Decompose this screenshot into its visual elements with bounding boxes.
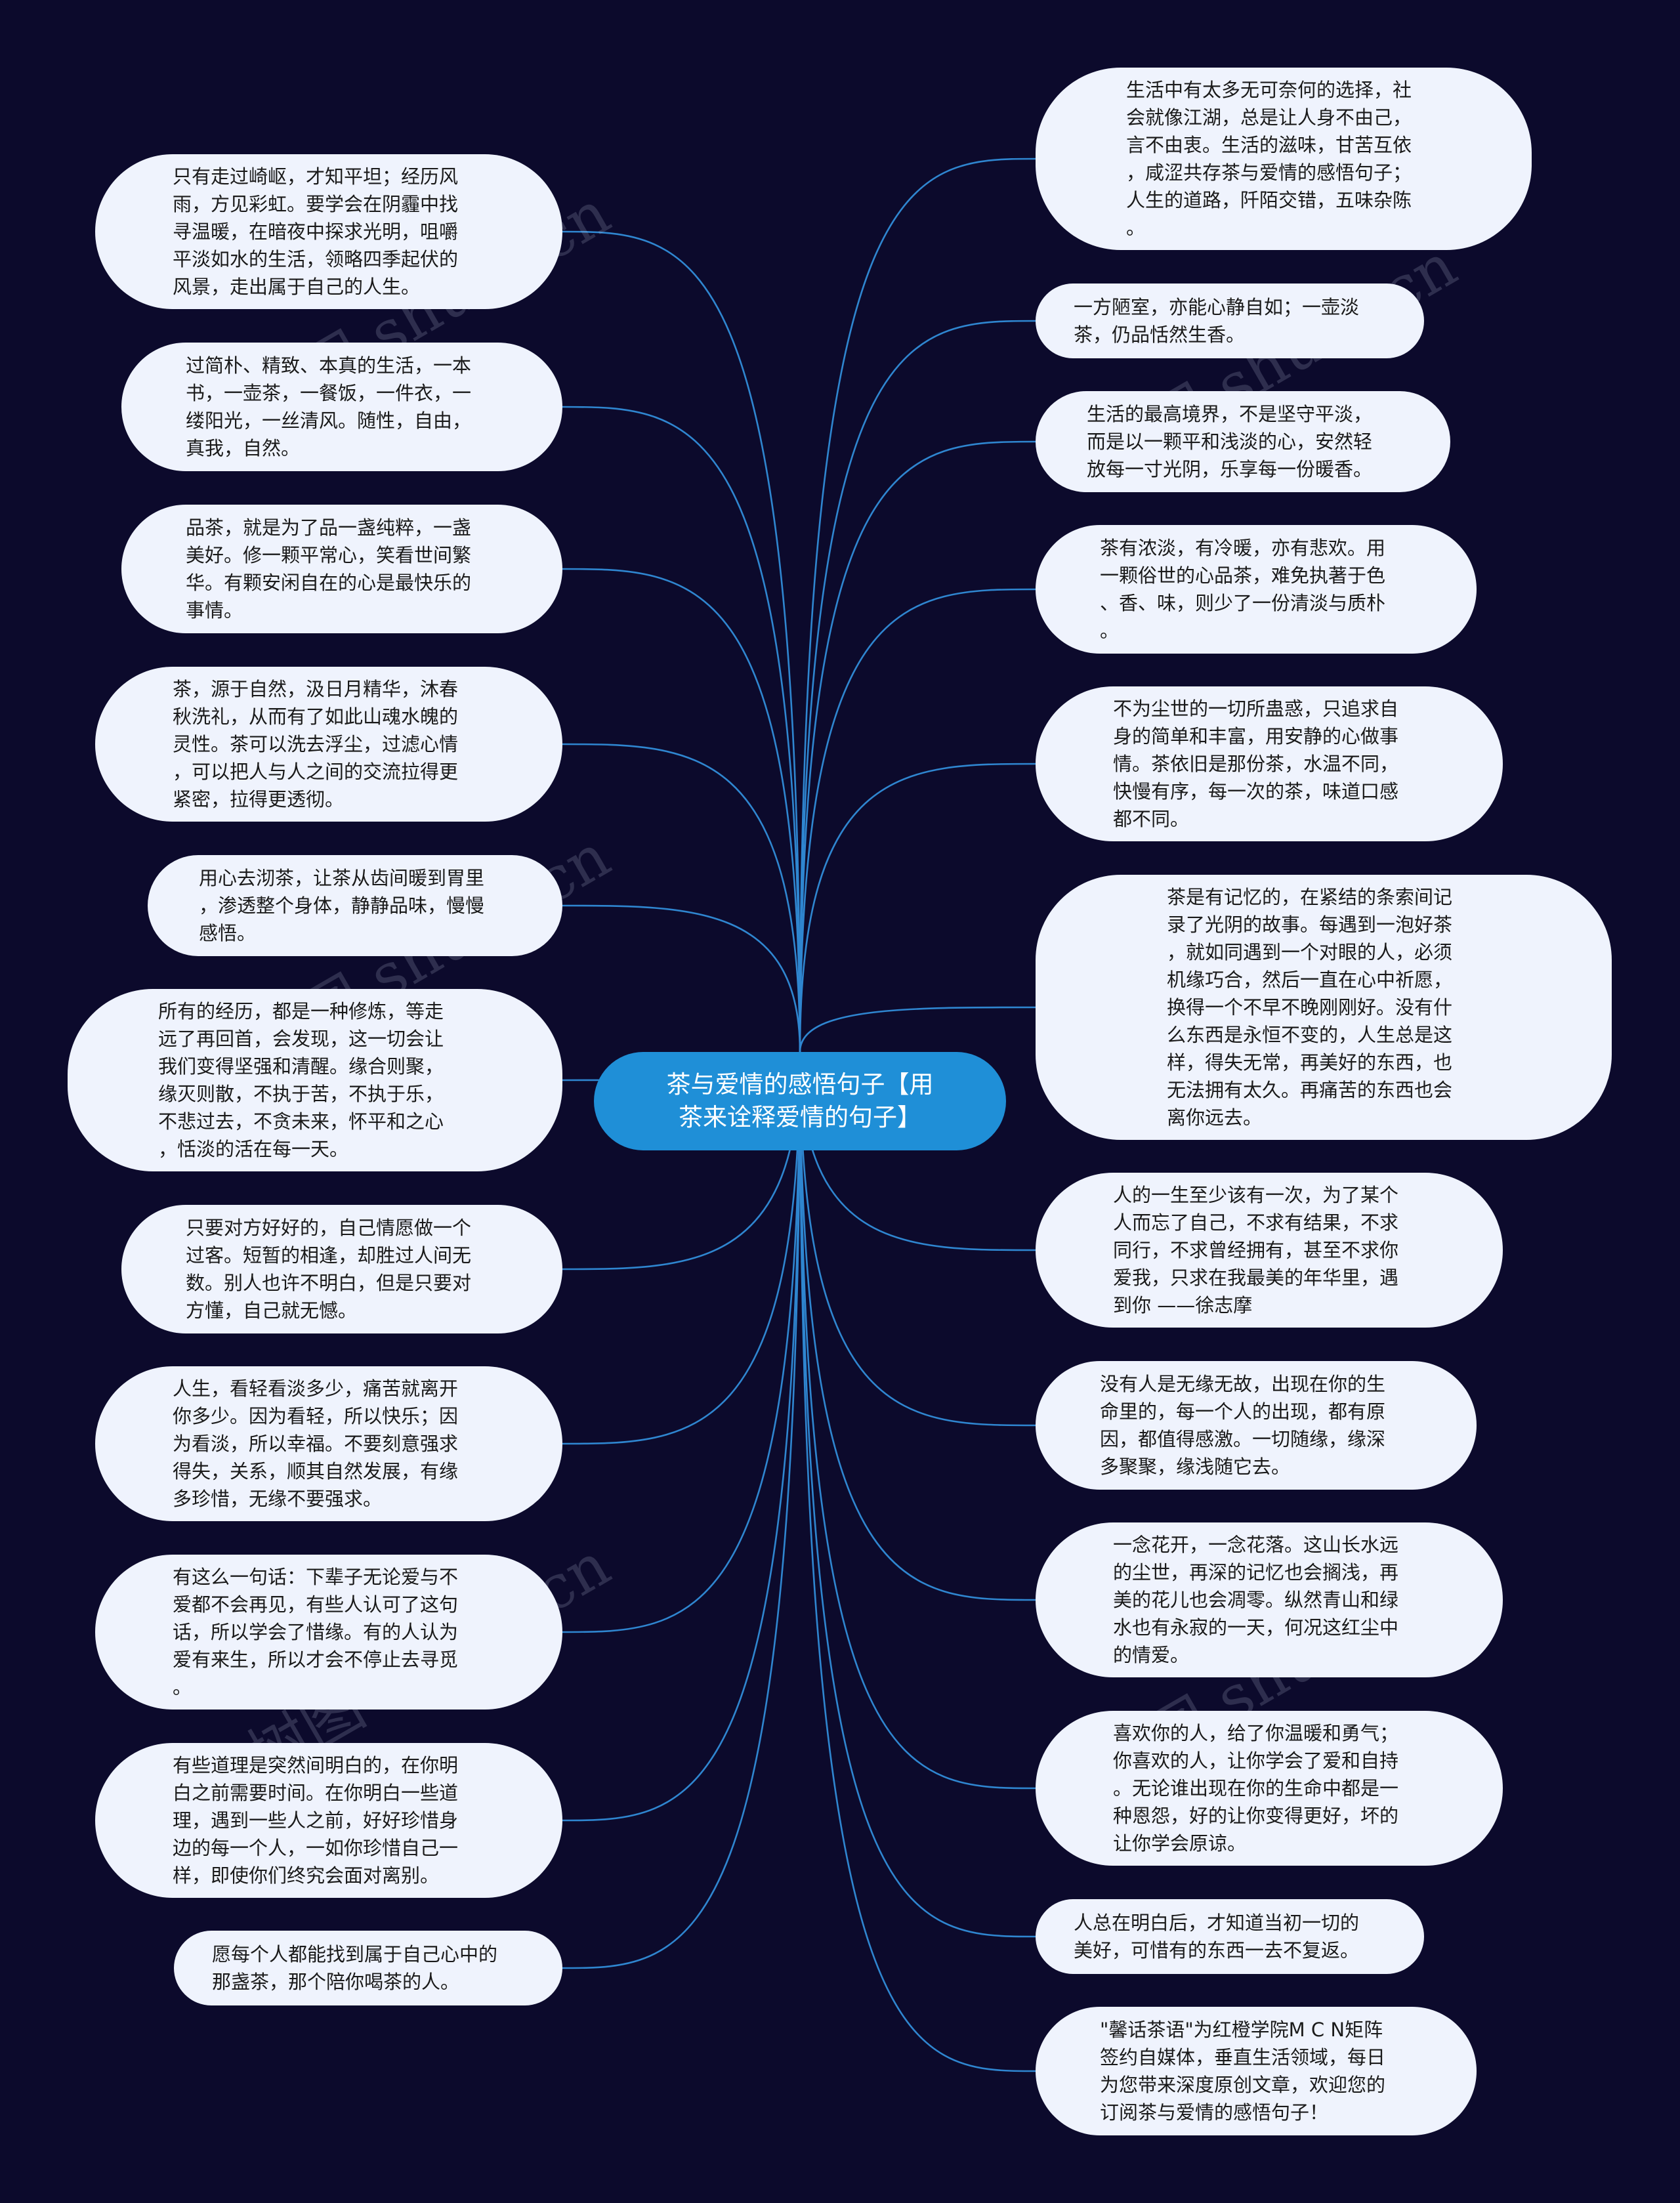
left-node-8[interactable]: 人生，看轻看淡多少，痛苦就离开 你多少。因为看轻，所以快乐；因 为看淡，所以幸福…	[95, 1366, 562, 1521]
right-node-10[interactable]: 喜欢你的人，给了你温暖和勇气； 你喜欢的人，让你学会了爱和自持 。无论谁出现在你…	[1036, 1711, 1503, 1866]
left-node-text: 所有的经历，都是一种修炼，等走 远了再回首，会发现，这一切会让 我们变得坚强和清…	[158, 1000, 444, 1160]
connector-right-node-12	[799, 1051, 1036, 2072]
connector-right-node-11	[799, 1051, 1036, 1938]
connector-left-node-2	[562, 406, 801, 1053]
left-node-text: 品茶，就是为了品一盏纯粹，一盏 美好。修一颗平常心，笑看世间繁 华。有颗安闲自在…	[186, 516, 472, 621]
right-node-12[interactable]: "馨话茶语"为红橙学院M C N矩阵 签约自媒体，垂直生活领域，每日 为您带来深…	[1036, 2007, 1477, 2135]
left-node-text: 过简朴、精致、本真的生活，一本 书，一壶茶，一餐饭，一件衣，一 缕阳光，一丝清风…	[186, 354, 472, 459]
right-node-6[interactable]: 茶是有记忆的，在紧结的条索间记 录了光阴的故事。每遇到一泡好茶 ，就如同遇到一个…	[1036, 875, 1612, 1140]
connector-left-node-3	[562, 568, 801, 1053]
left-node-text: 只要对方好好的，自己情愿做一个 过客。短暂的相逢，却胜过人间无 数。别人也许不明…	[186, 1217, 472, 1322]
right-node-text: 喜欢你的人，给了你温暖和勇气； 你喜欢的人，让你学会了爱和自持 。无论谁出现在你…	[1113, 1722, 1399, 1855]
left-node-2[interactable]: 过简朴、精致、本真的生活，一本 书，一壶茶，一餐饭，一件衣，一 缕阳光，一丝清风…	[121, 343, 562, 471]
right-node-text: 人的一生至少该有一次，为了某个 人而忘了自己，不求有结果，不求 同行，不求曾经拥…	[1113, 1184, 1399, 1316]
right-node-8[interactable]: 没有人是无缘无故，出现在你的生 命里的，每一个人的出现，都有原 因，都值得感激。…	[1036, 1361, 1477, 1490]
right-node-text: 没有人是无缘无故，出现在你的生 命里的，每一个人的出现，都有原 因，都值得感激。…	[1100, 1373, 1386, 1478]
right-node-text: "馨话茶语"为红橙学院M C N矩阵 签约自媒体，垂直生活领域，每日 为您带来深…	[1100, 2019, 1386, 2124]
right-node-text: 生活的最高境界，不是坚守平淡， 而是以一颗平和浅淡的心，安然轻 放每一寸光阴，乐…	[1087, 403, 1373, 480]
left-node-text: 愿每个人都能找到属于自己心中的 那盏茶，那个陪你喝茶的人。	[212, 1943, 498, 1993]
right-node-7[interactable]: 人的一生至少该有一次，为了某个 人而忘了自己，不求有结果，不求 同行，不求曾经拥…	[1036, 1173, 1503, 1328]
right-node-5[interactable]: 不为尘世的一切所蛊惑，只追求自 身的简单和丰富，用安静的心做事 情。茶依旧是那份…	[1036, 686, 1503, 841]
left-node-text: 人生，看轻看淡多少，痛苦就离开 你多少。因为看轻，所以快乐；因 为看淡，所以幸福…	[173, 1377, 459, 1510]
right-node-3[interactable]: 生活的最高境界，不是坚守平淡， 而是以一颗平和浅淡的心，安然轻 放每一寸光阴，乐…	[1036, 391, 1450, 492]
left-node-11[interactable]: 愿每个人都能找到属于自己心中的 那盏茶，那个陪你喝茶的人。	[174, 1931, 562, 2005]
right-node-text: 人总在明白后，才知道当初一切的 美好，可惜有的东西一去不复返。	[1074, 1912, 1360, 1962]
right-node-4[interactable]: 茶有浓淡，有冷暖，亦有悲欢。用 一颗俗世的心品茶，难免执著于色 、香、味，则少了…	[1036, 525, 1477, 654]
connector-right-node-1	[799, 157, 1036, 1053]
central-topic[interactable]: 茶与爱情的感悟句子【用 茶来诠释爱情的句子】	[594, 1052, 1006, 1150]
left-node-3[interactable]: 品茶，就是为了品一盏纯粹，一盏 美好。修一颗平常心，笑看世间繁 华。有颗安闲自在…	[121, 505, 562, 633]
central-topic-line-1: 茶与爱情的感悟句子【用	[666, 1070, 934, 1099]
connector-left-node-11	[562, 1051, 801, 1969]
right-node-text: 一念花开，一念花落。这山长水远 的尘世，再深的记忆也会搁浅，再 美的花儿也会凋零…	[1113, 1534, 1399, 1666]
connector-right-node-9	[799, 1051, 1036, 1601]
connector-left-node-8	[562, 1051, 801, 1445]
central-topic-line-2: 茶来诠释爱情的句子】	[679, 1103, 921, 1131]
central-topic-text: 茶与爱情的感悟句子【用 茶来诠释爱情的句子】	[667, 1068, 934, 1134]
connector-right-node-3	[799, 440, 1036, 1053]
connector-left-node-1	[562, 230, 801, 1053]
left-node-9[interactable]: 有这么一句话：下辈子无论爱与不 爱都不会再见，有些人认可了这句 话，所以学会了惜…	[95, 1555, 562, 1710]
left-node-7[interactable]: 只要对方好好的，自己情愿做一个 过客。短暂的相逢，却胜过人间无 数。别人也许不明…	[121, 1205, 562, 1333]
left-node-1[interactable]: 只有走过崎岖，才知平坦；经历风 雨，方见彩虹。要学会在阴霾中找 寻温暖，在暗夜中…	[95, 154, 562, 309]
right-node-text: 不为尘世的一切所蛊惑，只追求自 身的简单和丰富，用安静的心做事 情。茶依旧是那份…	[1113, 698, 1399, 830]
connector-right-node-6	[799, 1006, 1036, 1053]
left-node-10[interactable]: 有些道理是突然间明白的，在你明 白之前需要时间。在你明白一些道 理，遇到一些人之…	[95, 1743, 562, 1898]
right-node-text: 一方陋室，亦能心静自如；一壶淡 茶，仍品恬然生香。	[1074, 296, 1360, 346]
left-node-5[interactable]: 用心去沏茶，让茶从齿间暖到胃里 ，渗透整个身体，静静品味，慢慢 感悟。	[148, 855, 562, 956]
right-node-9[interactable]: 一念花开，一念花落。这山长水远 的尘世，再深的记忆也会搁浅，再 美的花儿也会凋零…	[1036, 1522, 1503, 1677]
left-node-text: 有些道理是突然间明白的，在你明 白之前需要时间。在你明白一些道 理，遇到一些人之…	[173, 1754, 459, 1887]
connector-left-node-9	[562, 1051, 801, 1633]
connector-left-node-4	[562, 743, 801, 1053]
left-node-text: 有这么一句话：下辈子无论爱与不 爱都不会再见，有些人认可了这句 话，所以学会了惜…	[173, 1566, 459, 1698]
connector-left-node-5	[562, 904, 801, 1053]
connector-right-node-8	[799, 1051, 1036, 1427]
left-node-text: 用心去沏茶，让茶从齿间暖到胃里 ，渗透整个身体，静静品味，慢慢 感悟。	[199, 867, 485, 944]
left-node-text: 茶，源于自然，汲日月精华，沐春 秋洗礼，从而有了如此山魂水魄的 灵性。茶可以洗去…	[173, 678, 459, 810]
right-node-text: 茶有浓淡，有冷暖，亦有悲欢。用 一颗俗世的心品茶，难免执著于色 、香、味，则少了…	[1100, 537, 1386, 642]
connector-right-node-10	[799, 1051, 1036, 1790]
right-node-11[interactable]: 人总在明白后，才知道当初一切的 美好，可惜有的东西一去不复返。	[1036, 1899, 1424, 1974]
right-node-2[interactable]: 一方陋室，亦能心静自如；一壶淡 茶，仍品恬然生香。	[1036, 283, 1424, 358]
right-node-1[interactable]: 生活中有太多无可奈何的选择，社 会就像江湖，总是让人身不由己， 言不由衷。生活的…	[1036, 68, 1532, 250]
left-node-text: 只有走过崎岖，才知平坦；经历风 雨，方见彩虹。要学会在阴霾中找 寻温暖，在暗夜中…	[173, 165, 459, 298]
connector-right-node-4	[799, 588, 1036, 1053]
right-node-text: 茶是有记忆的，在紧结的条索间记 录了光阴的故事。每遇到一泡好茶 ，就如同遇到一个…	[1167, 886, 1453, 1129]
connector-right-node-2	[799, 320, 1036, 1053]
left-node-4[interactable]: 茶，源于自然，汲日月精华，沐春 秋洗礼，从而有了如此山魂水魄的 灵性。茶可以洗去…	[95, 667, 562, 822]
connector-right-node-5	[799, 763, 1036, 1053]
connector-left-node-10	[562, 1051, 801, 1822]
left-node-6[interactable]: 所有的经历，都是一种修炼，等走 远了再回首，会发现，这一切会让 我们变得坚强和清…	[68, 989, 562, 1171]
right-node-text: 生活中有太多无可奈何的选择，社 会就像江湖，总是让人身不由己， 言不由衷。生活的…	[1126, 79, 1412, 239]
